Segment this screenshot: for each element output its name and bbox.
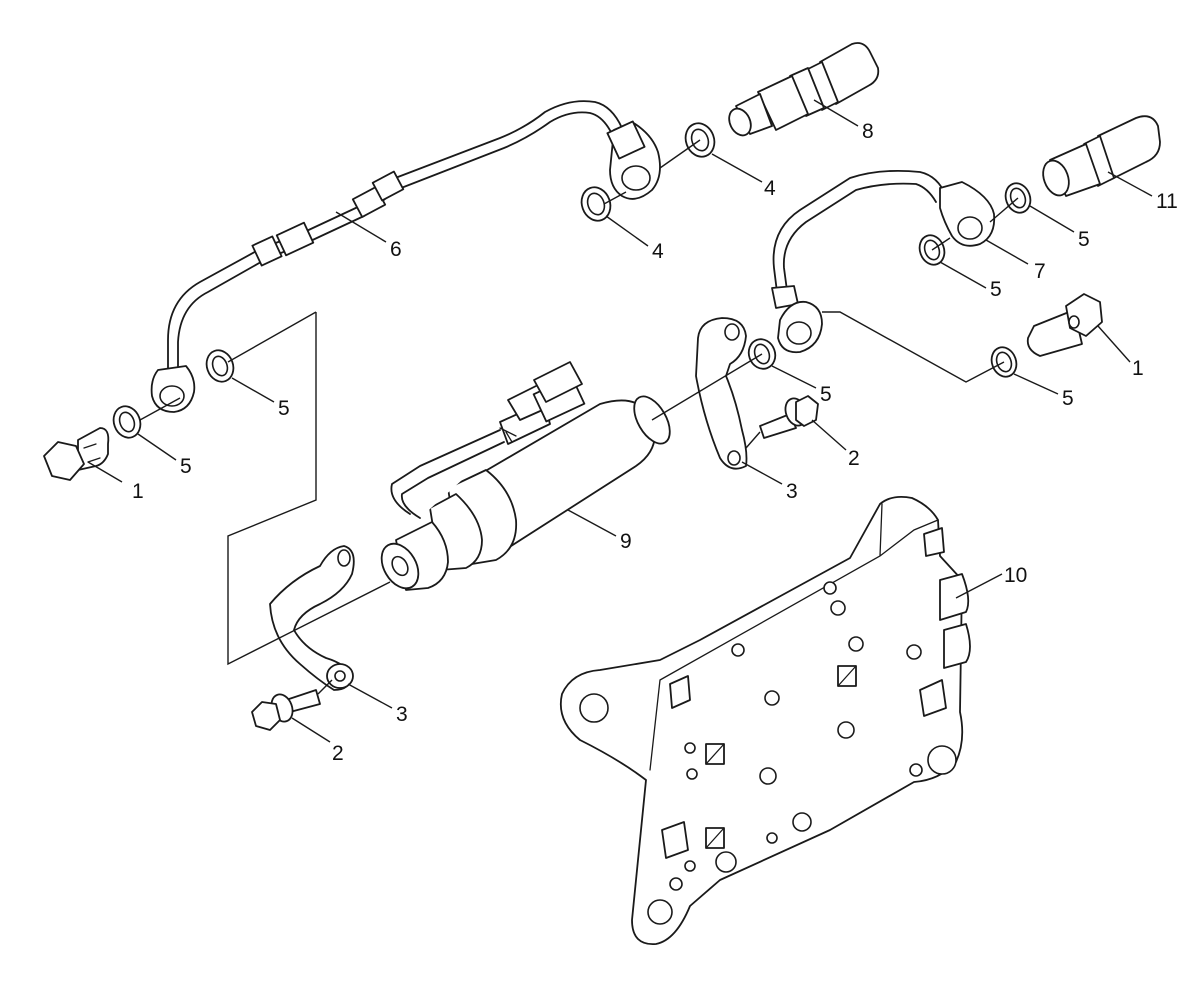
fuel-pump [380,361,671,591]
callout-4-upper: 4 [764,177,776,200]
connector-fitting-8 [728,42,880,137]
callout-8: 8 [862,120,874,143]
callout-1-right: 1 [1132,357,1144,380]
fuel-hose-short [771,169,996,354]
callout-3-upper: 3 [786,480,798,503]
connector-fitting-11 [1042,115,1161,197]
callout-1-left: 1 [132,480,144,503]
flange-bolt-lower [251,689,321,731]
banjo-bolt-left [43,427,110,481]
callout-labels: 1 1 2 2 3 3 4 4 5 5 5 5 5 5 6 7 8 9 10 1… [132,120,1178,765]
callout-2-upper: 2 [848,447,860,470]
callout-5-b: 5 [180,455,192,478]
callout-2-lower: 2 [332,742,344,765]
callout-leaders [87,99,1153,743]
banjo-bolt-right [1026,293,1103,357]
callout-5-a: 5 [278,397,290,420]
mounting-plate [559,495,971,945]
callout-11: 11 [1156,190,1178,213]
callout-5-d: 5 [990,278,1002,301]
callout-10: 10 [1004,564,1027,587]
callout-9: 9 [620,530,632,553]
callout-6: 6 [390,238,402,261]
callout-5-e: 5 [1078,228,1090,251]
callout-4-lower: 4 [652,240,664,263]
fuel-hose-long [150,100,661,413]
bracket-lower [269,545,355,691]
callout-5-f: 5 [1062,387,1074,410]
callout-7: 7 [1034,260,1046,283]
assembly-lines [139,139,1019,695]
callout-3-lower: 3 [396,703,408,726]
flange-bolt-upper [759,395,819,439]
bracket-upper [695,317,748,470]
callout-5-c: 5 [820,383,832,406]
